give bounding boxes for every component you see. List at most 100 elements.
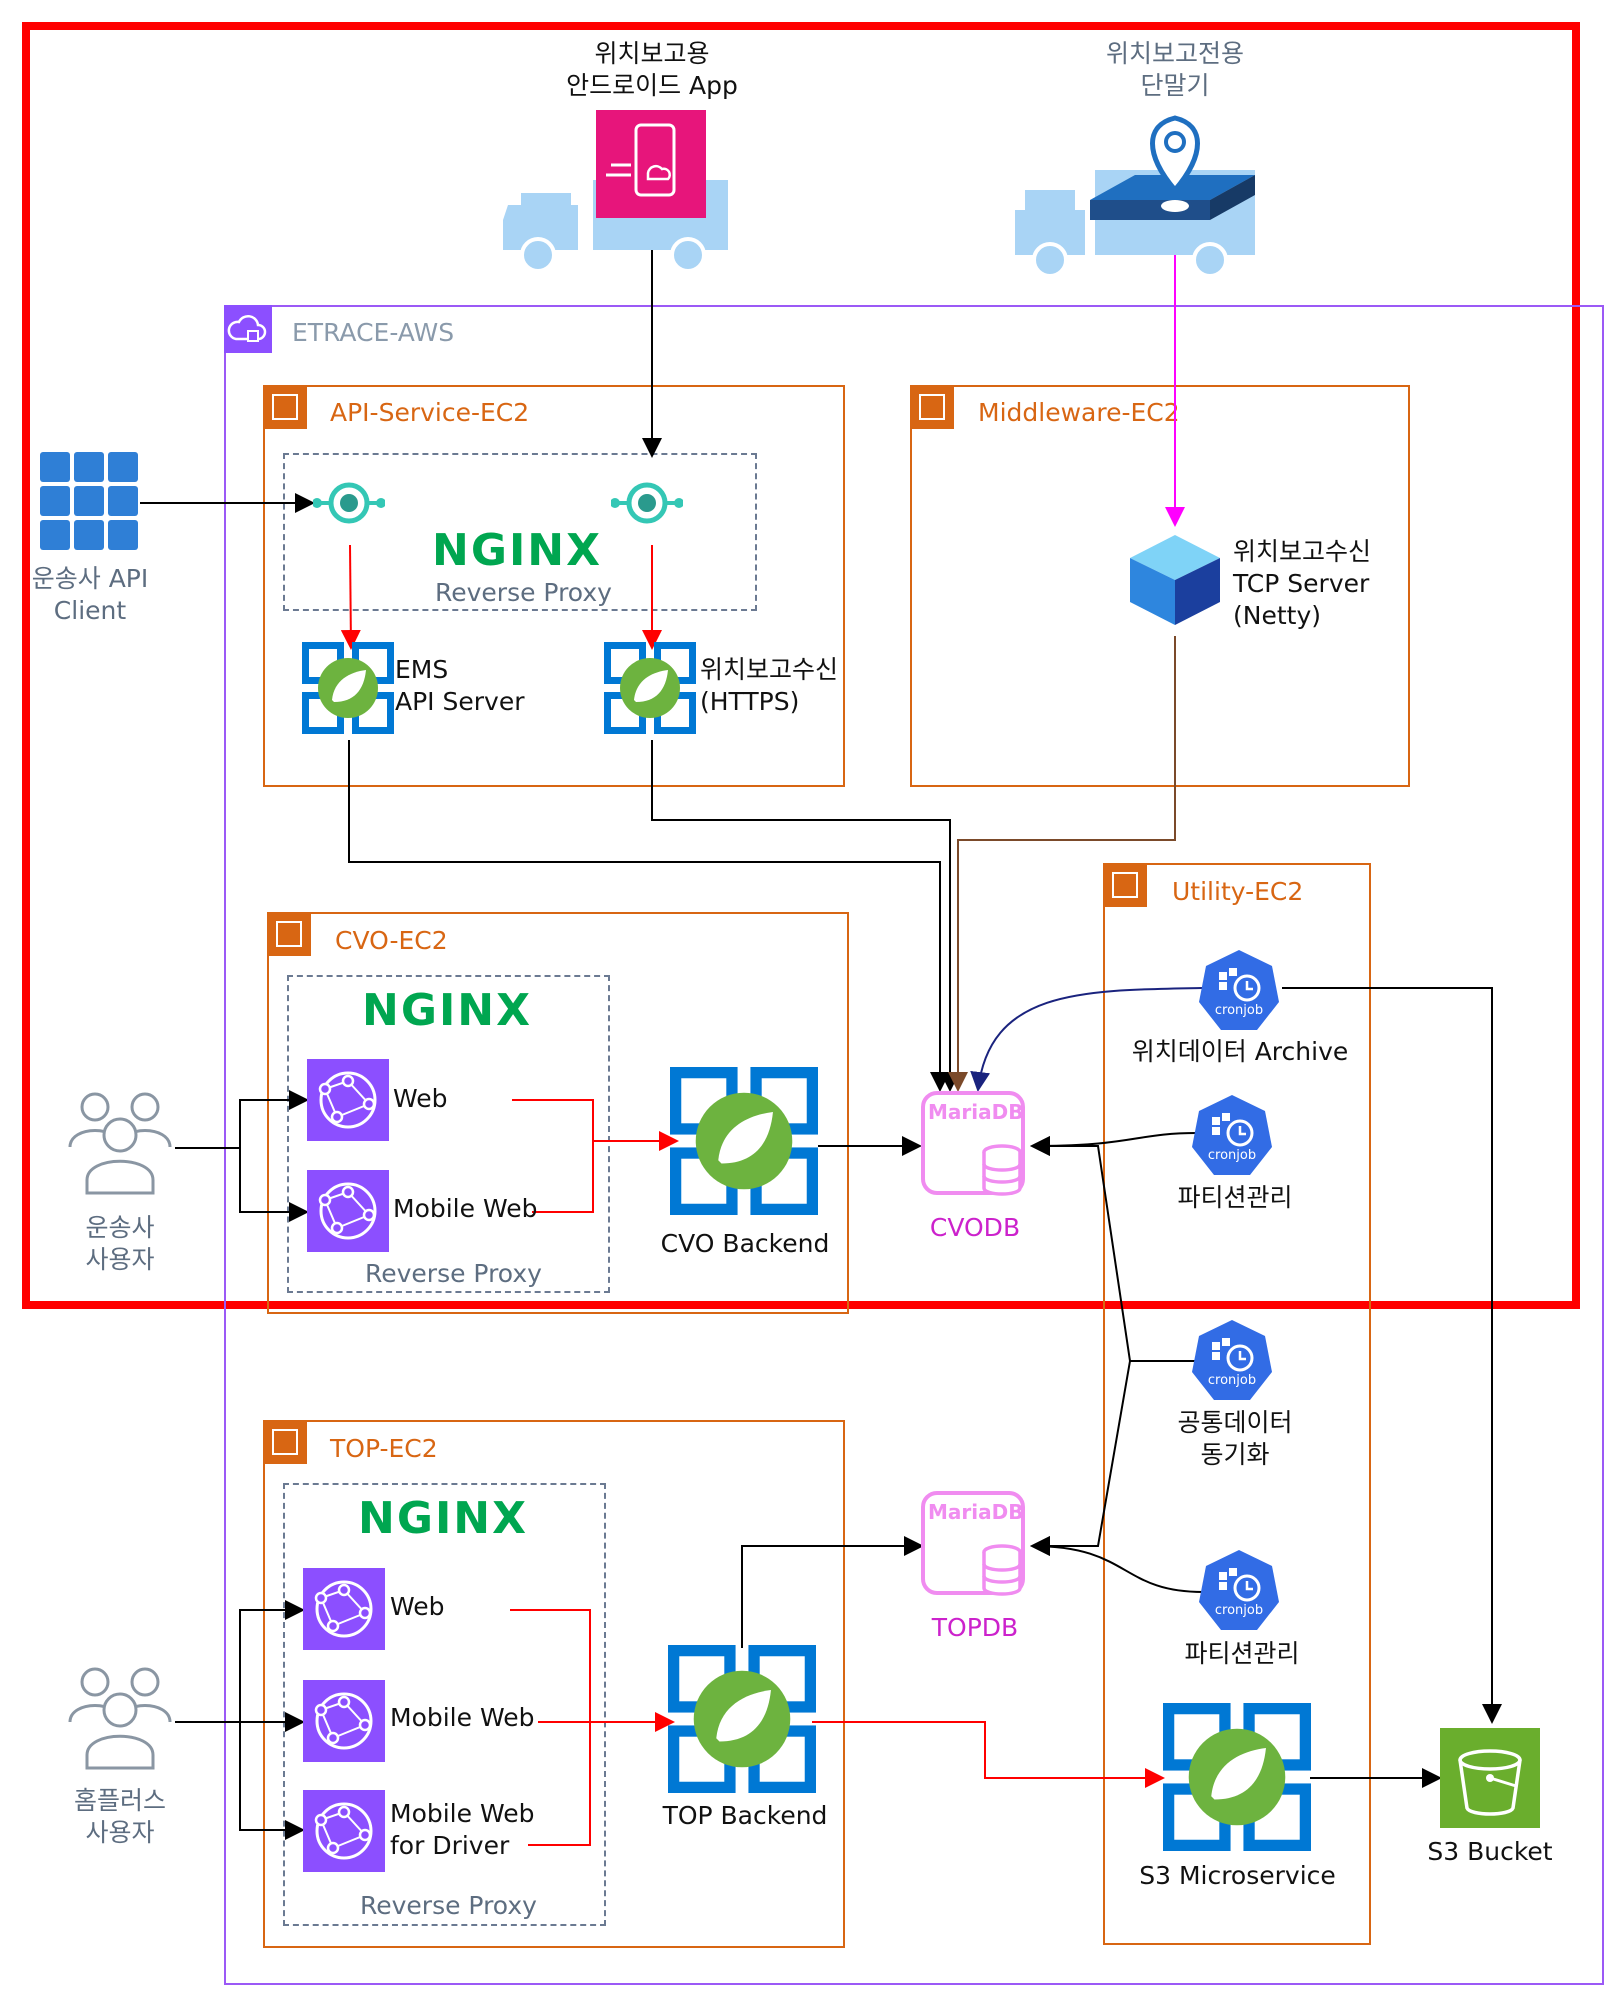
edge-archive-to-cvodb [970,987,1203,1092]
edge-tcp-to-cvodb [948,636,1176,1092]
edge-top-web-to-backend [510,1609,675,1732]
api-client-grid-icon [40,452,138,550]
spring-service-icon [604,642,696,734]
edge-cvo-users-to-mobile [239,1148,309,1222]
web-distribution-icon [307,1170,389,1252]
loc-https-label: 위치보고수신 (HTTPS) [700,655,839,716]
top-mobile-driver-label: Mobile Web for Driver [390,1799,535,1860]
proxy-endpoint-icon [313,482,385,524]
partition-label: 파티션관리 [1184,1639,1300,1668]
mariadb-text: MariaDB [928,1500,1024,1524]
s3-bucket-icon [1440,1728,1540,1828]
edge-top-driver-to-backend [528,1722,591,1846]
cronjob-text: cronjob [1208,1373,1256,1388]
ec2-chip-icon [267,912,311,956]
nginx-logo: NGINX [432,525,603,576]
nginx-logo: NGINX [358,1493,529,1544]
mariadb-text: MariaDB [928,1100,1024,1124]
api-client-label: 운송사 API Client [31,564,149,625]
web-distribution-icon [303,1680,385,1762]
partition-label: 파티션관리 [1177,1183,1293,1212]
home-users-label: 홈플러스 사용자 [73,1786,166,1847]
top-ec2-group [263,1420,845,1948]
cvo-ec2-label: CVO-EC2 [335,926,448,955]
utility-ec2-group [1103,863,1371,1945]
spring-service-icon [302,642,394,734]
aws-cloud-icon [224,305,272,353]
users-group-icon [68,1667,172,1770]
reverse-proxy-label: Reverse Proxy [360,1891,537,1920]
edge-web-to-backend [512,1099,679,1151]
ems-api-label: EMS API Server [395,655,525,716]
edge-partition1-to-cvodb [1030,1132,1198,1156]
s3-microservice-label: S3 Microservice [1139,1861,1336,1890]
aws-label: ETRACE-AWS [292,318,455,347]
cronjob-text: cronjob [1215,1603,1263,1618]
nginx-logo: NGINX [362,985,533,1036]
top-web-label: Web [390,1592,445,1621]
ec2-chip-icon [263,1420,307,1464]
cronjob-icon: cronjob [1192,1095,1272,1175]
top-backend-label: TOP Backend [662,1801,828,1830]
cronjob-icon: cronjob [1199,1550,1279,1630]
middleware-ec2-label: Middleware-EC2 [978,398,1180,427]
edge-partition2-to-topdb [1030,1536,1204,1593]
edge-sync-to-topdb [1030,1360,1131,1556]
edge-top-backend-to-topdb [741,1536,924,1648]
ec2-chip-icon [263,385,307,429]
cronjob-icon: cronjob [1192,1320,1272,1400]
tcp-server-cube-icon [1130,535,1220,625]
mariadb-icon [921,1491,1025,1596]
top-mobile-web-label: Mobile Web [390,1703,535,1732]
ec2-chip-icon [1103,863,1147,907]
cvo-backend-label: CVO Backend [660,1229,830,1258]
web-distribution-icon [307,1059,389,1141]
spring-service-icon [670,1067,818,1215]
terminal-label: 위치보고전용 단말기 [1105,39,1244,100]
archive-label: 위치데이터 Archive [1131,1037,1349,1066]
android-app-label: 위치보고용 안드로이드 App [566,39,738,100]
spring-service-icon [1163,1703,1311,1851]
highlight-frame [22,22,1580,1309]
web-distribution-icon [303,1790,385,1872]
edge-ems-to-cvodb [348,740,950,1092]
tcp-server-label: 위치보고수신 TCP Server (Netty) [1233,537,1372,630]
cronjob-icon: cronjob [1199,950,1279,1030]
edge-cvo-users-to-web [175,1090,309,1149]
utility-ec2-label: Utility-EC2 [1172,877,1304,906]
truck-app-icon [503,110,728,273]
edge-sync-to-cvodb [1030,1136,1197,1362]
api-service-ec2-label: API-Service-EC2 [330,398,530,427]
truck-terminal-icon [1015,115,1255,278]
spring-service-icon [668,1645,816,1793]
edge-top-backend-to-s3micro [812,1721,1165,1788]
edge-proxy-to-ems [340,544,361,650]
api-service-ec2-group [263,385,845,787]
cvo-users-label: 운송사 사용자 [85,1213,155,1274]
top-reverse-proxy-box [283,1483,606,1926]
cvo-ec2-group [267,912,849,1314]
edge-mobile-to-backend [532,1141,594,1213]
cvo-mobile-web-label: Mobile Web [393,1194,538,1223]
middleware-ec2-group [910,385,1410,787]
topdb-label: TOPDB [931,1613,1019,1642]
cronjob-text: cronjob [1208,1148,1256,1163]
s3-bucket-label: S3 Bucket [1427,1837,1553,1866]
cvodb-label: CVODB [929,1213,1021,1242]
reverse-proxy-label: Reverse Proxy [365,1259,542,1288]
top-ec2-label: TOP-EC2 [330,1434,438,1463]
web-distribution-icon [303,1568,385,1650]
edge-home-users-to-web [175,1600,305,1723]
aws-group [224,305,1604,1985]
api-reverse-proxy-box [283,453,757,611]
cvo-reverse-proxy-box [287,975,610,1293]
edge-archive-to-s3 [1282,987,1502,1724]
mariadb-icon [921,1091,1025,1196]
edge-home-users-to-driver [239,1722,305,1840]
users-group-icon [68,1092,172,1195]
cronjob-text: cronjob [1215,1003,1263,1018]
cvo-web-label: Web [393,1084,448,1113]
reverse-proxy-label: Reverse Proxy [435,578,612,607]
